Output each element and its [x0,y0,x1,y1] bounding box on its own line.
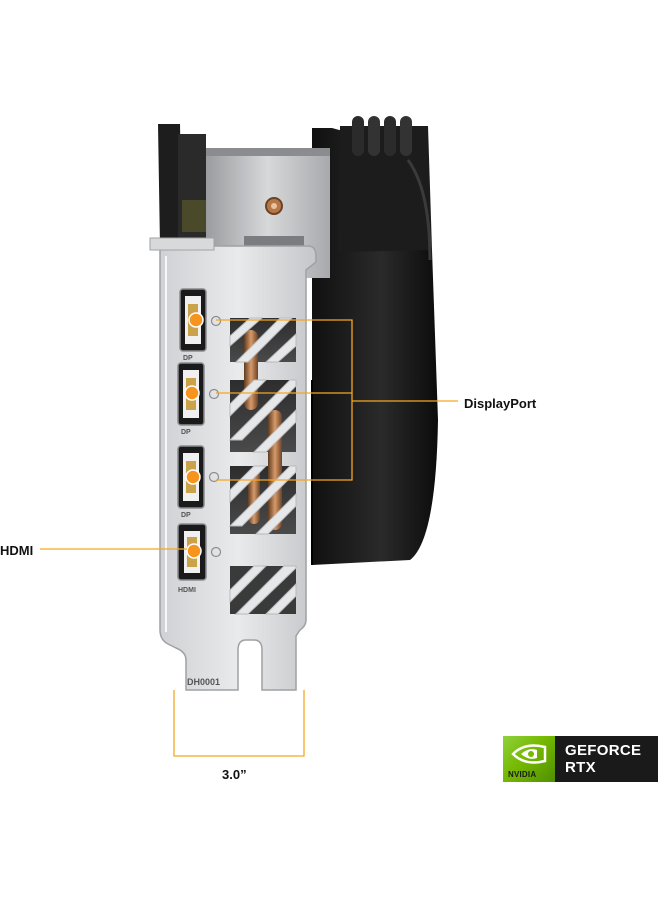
nvidia-eye-icon [511,744,547,764]
screw-icon [210,315,222,327]
port-label-dp-2: DP [181,429,191,436]
nvidia-logo: NVIDIA [503,736,555,782]
badge-line-rtx: RTX [565,759,596,776]
highlight-hdmi [186,543,202,559]
pcb-edge [158,124,210,246]
cooler-shroud [311,116,438,565]
screw-icon [208,471,220,483]
part-number-mark: DH0001 [187,677,220,687]
displayport-callout-line [216,319,458,481]
badge-line-geforce: GEFORCE [565,742,642,759]
screw-icon [210,546,222,558]
geforce-rtx-badge: NVIDIA GEFORCE RTX [503,736,658,782]
screw-icon [208,388,220,400]
callout-lines [40,319,458,757]
vent-grille [228,317,297,615]
port-label-dp-3: DP [181,512,191,519]
highlight-dp-3 [185,469,201,485]
highlight-dp-2 [184,385,200,401]
port-label-dp-1: DP [183,355,193,362]
port-highlights [184,312,204,559]
io-bracket: DH0001 [149,237,317,691]
highlight-dp-1 [188,312,204,328]
width-dimension-line [173,690,305,757]
nvidia-wordmark: NVIDIA [508,770,537,779]
port-label-hdmi: HDMI [178,587,196,594]
badge-text: GEFORCE RTX [555,736,641,782]
port-screws [208,315,222,558]
hdmi-label: HDMI [0,543,34,558]
displayport-label: DisplayPort [464,396,537,411]
bracket-width-label: 3.0” [222,767,247,782]
